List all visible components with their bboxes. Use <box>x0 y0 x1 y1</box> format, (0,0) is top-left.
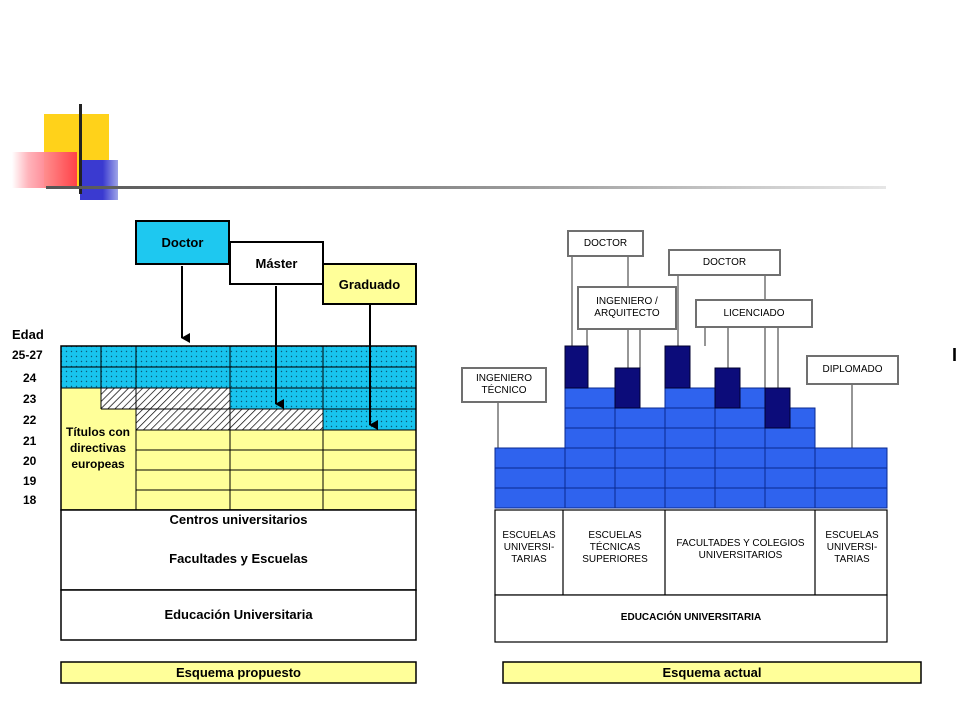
ingeniero-tecnico-box: INGENIERO TÉCNICO <box>461 367 547 403</box>
ingeniero-arquitecto-box: INGENIERO / ARQUITECTO <box>577 286 677 330</box>
caption-bar-right <box>502 661 922 684</box>
age-header: Edad <box>12 327 44 342</box>
age-19: 19 <box>23 474 37 488</box>
facultades-colegios: FACULTADES Y COLEGIOS UNIVERSITARIOS <box>676 538 805 561</box>
connector-lines <box>497 257 853 448</box>
escuelas-universitarias-left: ESCUELAS UNIVERSI- TARIAS <box>502 530 556 565</box>
decor-blue-square <box>80 160 118 200</box>
doctor-box-right: DOCTOR <box>668 249 781 276</box>
decor-red-square <box>12 152 77 188</box>
caption-left: Esquema propuesto <box>176 665 301 680</box>
hatch-strip-2 <box>136 388 230 409</box>
caption-bar-left <box>60 661 417 684</box>
decor-vertical-line <box>79 104 82 194</box>
edge-text-fragment: I <box>952 345 958 365</box>
doctor-box-left: DOCTOR <box>567 230 644 257</box>
age-21: 21 <box>23 434 37 448</box>
age-18: 18 <box>23 493 37 507</box>
caption-right: Esquema actual <box>662 665 762 680</box>
age-23: 23 <box>23 392 37 406</box>
master-box: Máster <box>229 241 324 285</box>
centros-box <box>60 509 417 591</box>
licenciado-box: LICENCIADO <box>695 299 813 328</box>
hatch-strip-1 <box>101 388 136 409</box>
graduado-box: Graduado <box>322 263 417 305</box>
hatch-strip-4 <box>230 409 323 430</box>
escuelas-universitarias-right: ESCUELAS UNIVERSI- TARIAS <box>825 530 879 565</box>
centros-subtitle: Facultades y Escuelas <box>169 551 308 566</box>
age-20: 20 <box>23 454 37 468</box>
decor-horizontal-line <box>46 186 886 189</box>
diplomado-box: DIPLOMADO <box>806 355 899 385</box>
age-24: 24 <box>23 371 37 385</box>
escuelas-tecnicas-superiores: ESCUELAS TÉCNICAS SUPERIORES <box>582 530 648 565</box>
educacion-universitaria-label: EDUCACIÓN UNIVERSITARIA <box>620 612 762 623</box>
age-25-27: 25-27 <box>12 348 43 362</box>
centros-title: Centros universitarios <box>169 512 308 527</box>
age-22: 22 <box>23 413 37 427</box>
titulos-label: Títulos con directivas europeas <box>66 425 130 471</box>
hatch-strip-3 <box>136 409 230 430</box>
educacion-box <box>60 589 417 641</box>
educacion-label: Educación Universitaria <box>164 607 313 622</box>
